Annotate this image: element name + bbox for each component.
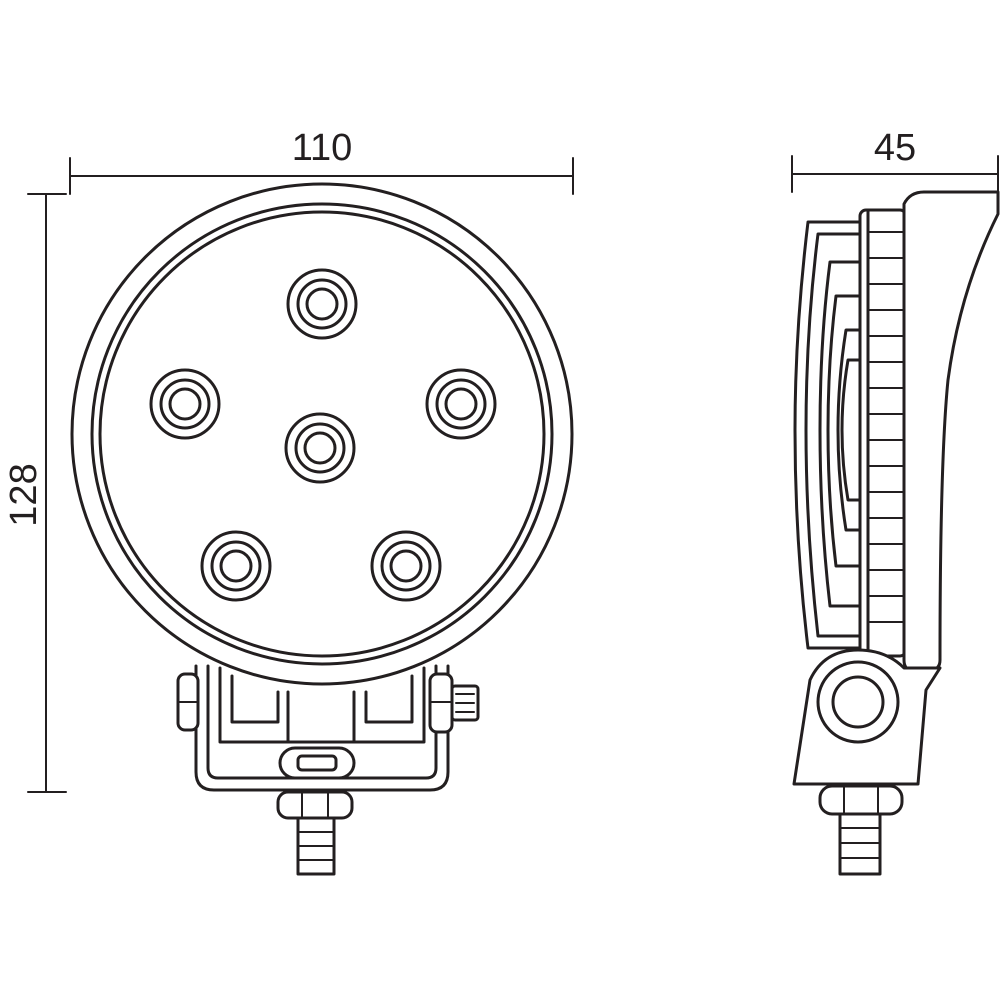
- led-array: [149, 268, 497, 602]
- side-view: [792, 190, 1000, 876]
- led: [370, 530, 442, 602]
- led: [149, 368, 221, 440]
- side-bracket: [792, 648, 942, 786]
- dimension-depth-label: 45: [874, 127, 916, 169]
- front-bracket: [176, 664, 480, 792]
- led: [425, 368, 497, 440]
- side-body: [858, 208, 908, 658]
- dimension-width: 110: [69, 127, 574, 195]
- front-bolt: [276, 790, 354, 876]
- led: [200, 530, 272, 602]
- front-view: [70, 182, 574, 876]
- dimension-width-label: 110: [292, 127, 353, 169]
- dimension-height: 128: [3, 193, 67, 793]
- side-lens: [793, 220, 864, 650]
- dimension-depth: 45: [791, 127, 999, 193]
- side-rear-housing: [902, 190, 1000, 672]
- dimension-height-label: 128: [3, 463, 45, 526]
- led: [286, 268, 358, 340]
- side-bolt: [818, 784, 904, 876]
- led: [284, 412, 356, 484]
